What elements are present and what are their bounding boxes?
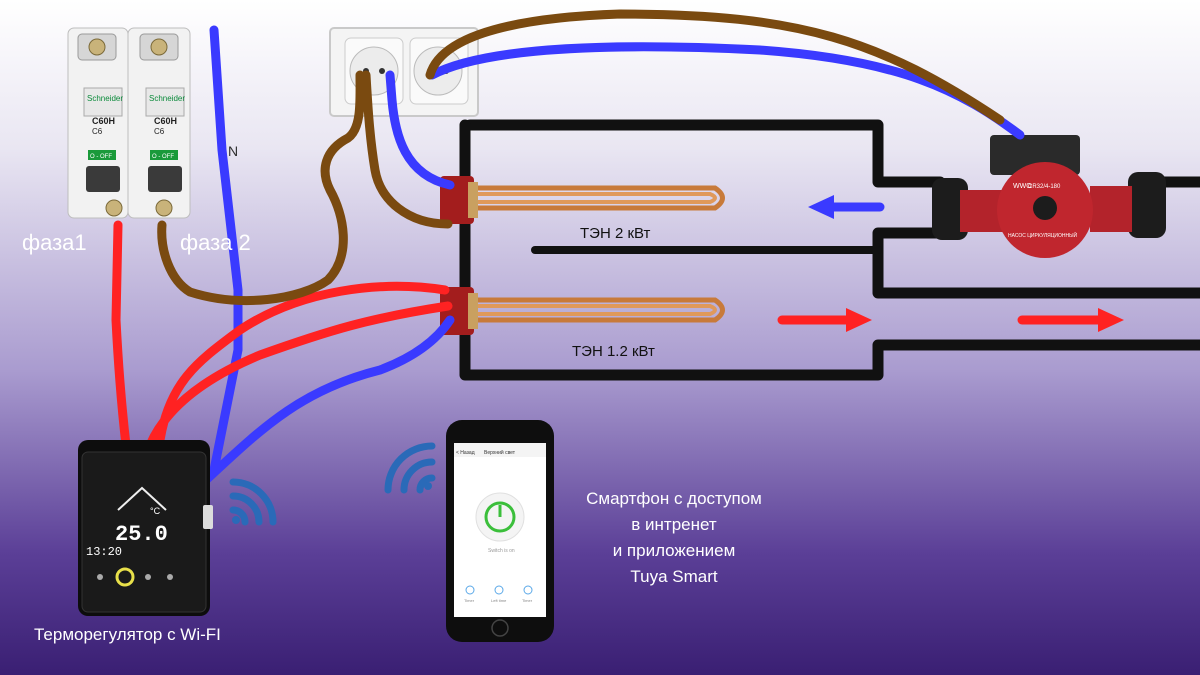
breaker-2: Schneider C60H C6 O - OFF <box>127 27 191 219</box>
cold-arrow-head <box>808 195 834 219</box>
breaker-1-model: C60H <box>92 116 115 126</box>
heater-2kw <box>440 176 725 224</box>
pump-model: CR32/4-180 <box>1028 184 1061 190</box>
phone-status: Switch is on <box>488 548 515 554</box>
breaker-2-rating: C6 <box>154 127 165 136</box>
phase2-label: фаза 2 <box>180 230 251 255</box>
wires <box>111 9 1025 485</box>
heater-1-2kw-label: ТЭН 1.2 кВт <box>572 343 655 360</box>
hot-arrow-head-1 <box>846 308 872 332</box>
wifi-icon <box>229 478 277 526</box>
thermostat: 25.0 °C 13:20 <box>78 440 213 616</box>
phase1-label: фаза1 <box>22 230 87 255</box>
smartphone-caption-line-3: и приложением <box>612 541 736 560</box>
pump-text: НАСОС ЦИРКУЛЯЦИОННЫЙ <box>1008 231 1078 239</box>
thermostat-caption: Терморегулятор с Wi-FI <box>34 625 221 644</box>
phone-action-3[interactable]: Timer <box>522 598 533 603</box>
breaker-1-rating: C6 <box>92 127 103 136</box>
breaker-1-brand: Schneider <box>87 94 123 103</box>
thermostat-unit: °C <box>150 506 161 516</box>
smartphone: < Назад Верхний свет Switch is on Timer … <box>446 420 554 642</box>
thermostat-clock: 13:20 <box>86 545 122 559</box>
flow-arrows <box>777 195 1124 332</box>
wifi-icon-phone <box>384 442 436 494</box>
thermostat-temperature: 25.0 <box>115 522 168 547</box>
phone-action-2[interactable]: Left time <box>491 598 507 603</box>
wire-phase2 <box>157 9 1005 305</box>
breaker-2-model: C60H <box>154 116 177 126</box>
heater-2kw-label: ТЭН 2 кВт <box>580 225 651 242</box>
thermostat-down-button[interactable] <box>167 574 173 580</box>
pipe-return-top <box>872 227 1200 299</box>
heater-1-2kw <box>440 287 725 335</box>
phone-app-title: Верхний свет <box>484 449 516 456</box>
breaker-2-state: O - OFF <box>152 154 174 160</box>
thermostat-power-button[interactable] <box>115 567 135 587</box>
phone-back-link[interactable]: < Назад <box>456 450 475 456</box>
circulation-pump: WWO CR32/4-180 НАСОС ЦИРКУЛЯЦИОННЫЙ <box>932 135 1166 258</box>
thermostat-mode-button[interactable] <box>97 574 103 580</box>
neutral-label: N <box>228 143 239 159</box>
hot-arrow-head-2 <box>1098 308 1124 332</box>
breaker-1-toggle[interactable] <box>86 166 120 192</box>
pipes <box>459 119 1200 381</box>
wire-phase1 <box>111 220 453 450</box>
smartphone-caption-line-4: Tuya Smart <box>630 567 718 586</box>
circuit-breakers: Schneider C60H C6 O - OFF Schneider C60H… <box>67 27 191 219</box>
pump-brand: WWO <box>1013 183 1032 190</box>
pipe-outer-loop <box>464 119 946 188</box>
smartphone-caption-line-1: Смартфон с доступом <box>586 489 762 508</box>
breaker-2-toggle[interactable] <box>148 166 182 192</box>
smartphone-caption-line-2: в интренет <box>631 515 717 534</box>
thermostat-up-button[interactable] <box>145 574 151 580</box>
phone-home-button[interactable] <box>491 619 509 637</box>
phone-action-1[interactable]: Timer <box>464 598 475 603</box>
breaker-1: Schneider C60H C6 O - OFF <box>67 27 129 219</box>
breaker-1-state: O - OFF <box>90 154 112 160</box>
wire-neutral <box>201 25 1025 485</box>
breaker-2-brand: Schneider <box>149 94 185 103</box>
smartphone-caption: Смартфон с доступом в интренет и приложе… <box>566 486 782 590</box>
